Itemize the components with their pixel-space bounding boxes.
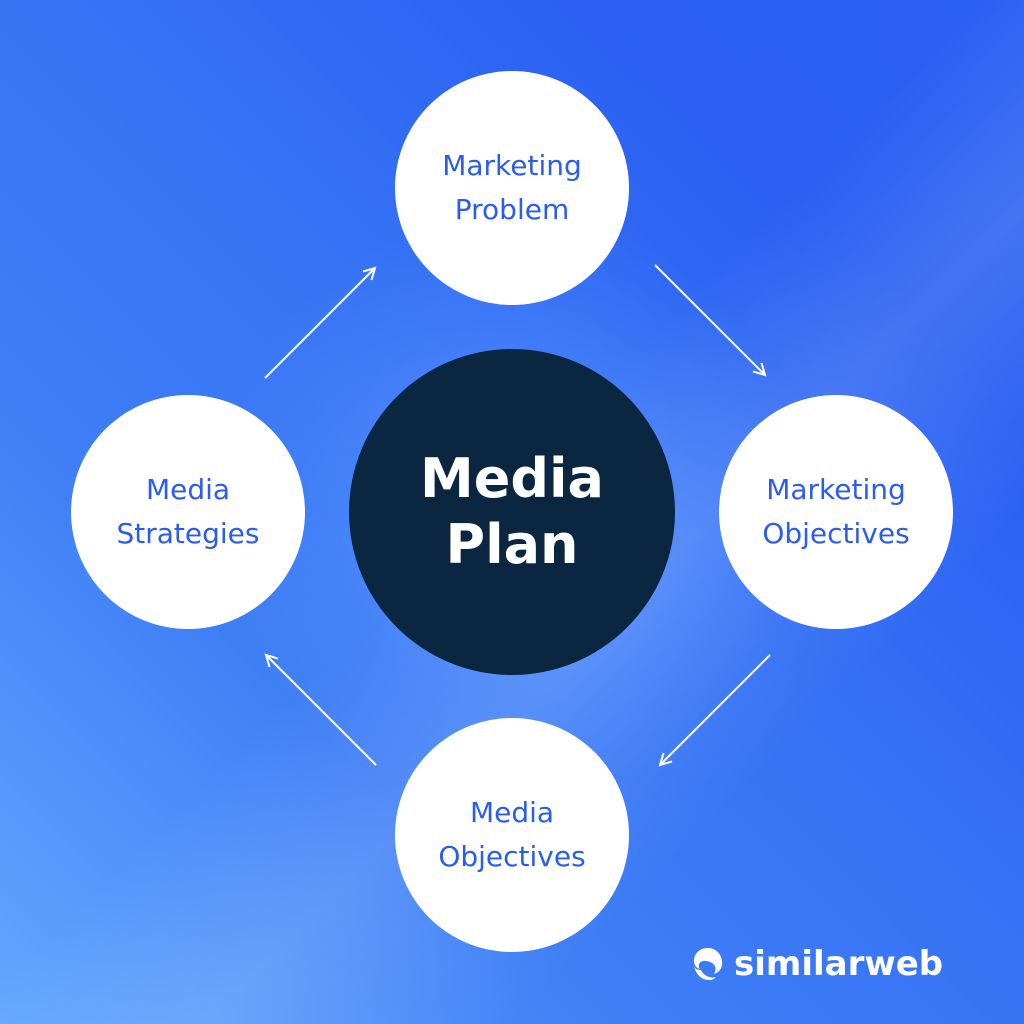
- node-label-line2: Objectives: [438, 840, 586, 873]
- arrow-strategies-to-problem: [264, 268, 375, 379]
- similarweb-logo-icon: [694, 948, 723, 980]
- center-label-line1: Media: [420, 447, 604, 510]
- node-label-line1: Media: [469, 796, 555, 829]
- node-label-line2: Strategies: [116, 517, 260, 550]
- node-label-line1: Marketing: [442, 149, 582, 182]
- logo-text: similarweb: [734, 944, 944, 984]
- node-label-line2: Problem: [454, 193, 570, 226]
- arrow-problem-to-objectives: [654, 264, 765, 375]
- arrow-objectives-to-media-objectives: [660, 654, 771, 765]
- center-label-line2: Plan: [445, 513, 579, 576]
- node-label-line1: Marketing: [766, 473, 906, 506]
- node-label-line1: Media: [145, 473, 231, 506]
- arrow-media-objectives-to-strategies: [266, 655, 377, 766]
- node-label-line2: Objectives: [762, 517, 910, 550]
- similarweb-logo: similarweb: [692, 944, 943, 984]
